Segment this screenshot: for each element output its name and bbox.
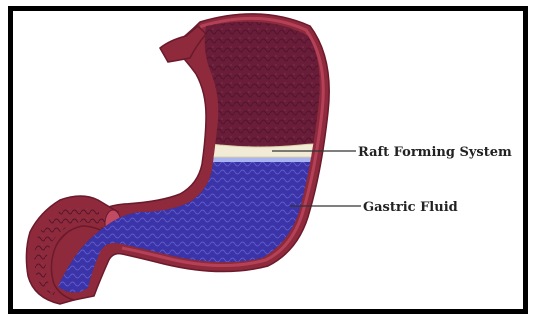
raft-layer bbox=[0, 142, 360, 157]
gastric-fluid-label: Gastric Fluid bbox=[363, 201, 458, 214]
raft-forming-system-label: Raft Forming System bbox=[358, 146, 512, 159]
